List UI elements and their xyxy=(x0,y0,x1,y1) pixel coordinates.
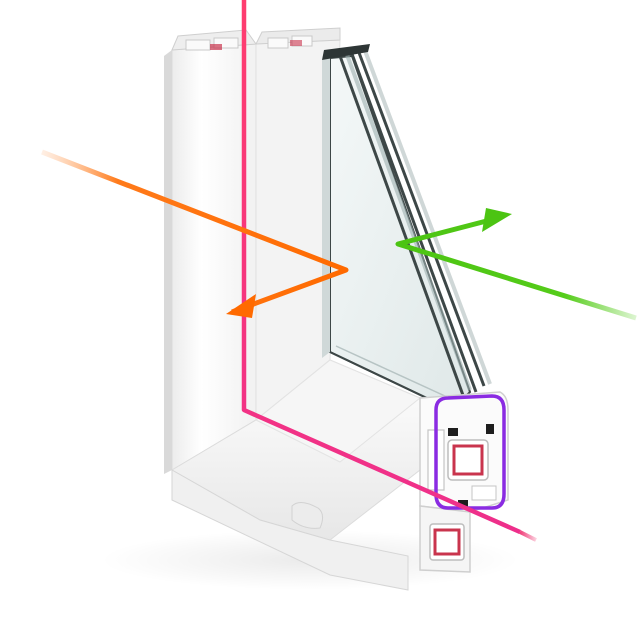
triple-glazing-icon xyxy=(322,44,492,414)
pvc-frame-icon xyxy=(164,27,421,591)
sealing-contour-icon xyxy=(434,394,506,510)
profile-cross-section xyxy=(419,391,509,573)
light-transmission-arrow-icon xyxy=(395,208,637,321)
heat-reflection-arrow-icon xyxy=(41,149,349,318)
thermal-line-icon xyxy=(241,0,537,542)
